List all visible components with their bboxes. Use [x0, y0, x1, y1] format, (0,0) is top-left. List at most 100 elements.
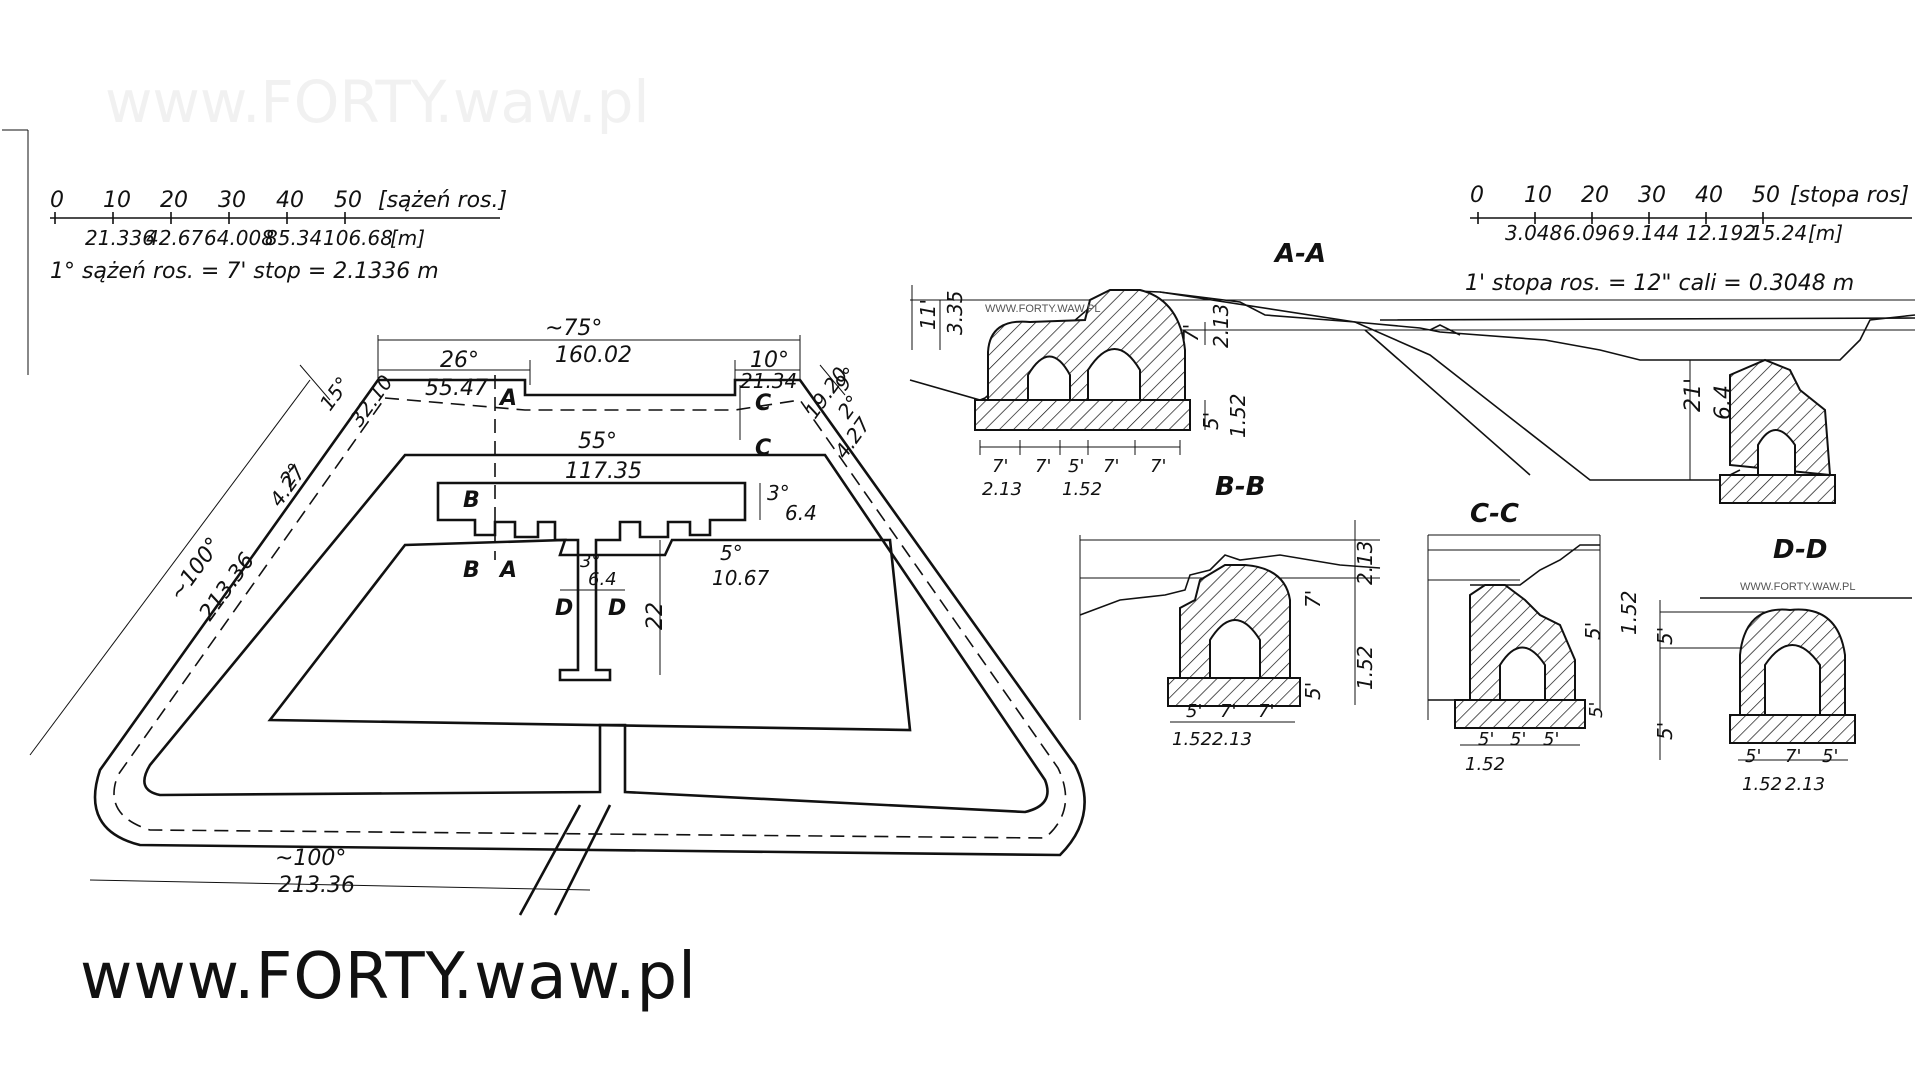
scale-meter: 6.096 [1563, 221, 1620, 245]
scale-tick: 30 [218, 188, 246, 213]
scale-unit: [stopa ros] [1790, 183, 1909, 208]
dim-stem-length: 22 [643, 602, 668, 630]
escarp-a-foundation [1719, 474, 1836, 504]
scale-left: 0 10 20 30 40 50 [sążeń ros.] 21.336 42.… [50, 188, 507, 284]
dim-label: 7' [1258, 701, 1274, 722]
dim-label: 5' [1822, 746, 1838, 767]
dim-barrack-width-m: 6.4 [785, 501, 817, 525]
casemate-c-foundation [1454, 699, 1586, 729]
scale-note: 1' stopa ros. = 12" cali = 0.3048 m [1465, 271, 1854, 296]
scale-tick: 10 [1524, 183, 1552, 208]
casemate-b-foundation [1167, 677, 1301, 707]
casemate-a-vault-2 [1087, 348, 1141, 401]
dim-label: 7' [1220, 701, 1236, 722]
section-letter: C [755, 436, 771, 461]
dim-top-right-m: 21.34 [740, 369, 797, 393]
section-letter: B [463, 558, 480, 583]
dim-label: 2.13 [1209, 303, 1233, 348]
dim-label: 7' [1103, 456, 1119, 477]
dim-top-right: 10° [750, 348, 789, 373]
casemate-a-vault-1 [1027, 355, 1071, 401]
dim-label: 5' [1478, 729, 1494, 750]
dim-label: 5' [1199, 412, 1223, 430]
dim-label: 11' [916, 299, 940, 330]
dim-barrack-length-m: 117.35 [565, 459, 642, 484]
dim-label: 5' [1186, 701, 1202, 722]
scale-tick: 40 [276, 188, 304, 213]
dim-label: 7' [1785, 746, 1801, 767]
casemate-d-vault [1764, 644, 1821, 716]
scale-tick: 30 [1638, 183, 1666, 208]
dim-label: 5' [1586, 702, 1607, 718]
scale-meter-unit: [m] [390, 226, 425, 250]
dim-label: 5' [1543, 729, 1559, 750]
dim-bottom-side-m: 213.36 [278, 873, 355, 898]
casemate-c-vault [1499, 646, 1546, 701]
dim-label: 5' [1068, 456, 1084, 477]
section-letter: A [498, 558, 517, 583]
scale-tick: 20 [1581, 183, 1609, 208]
section-c-c: C-C 5' 1.52 5' 5' 5' 5' 1.52 [1427, 499, 1641, 775]
casemate-b-vault [1209, 619, 1261, 679]
dim-top-left: 26° [440, 348, 479, 373]
dim-corner-left-1: 15° [315, 372, 355, 415]
scale-meter-unit: [m] [1808, 221, 1843, 245]
dim-label: 7' [992, 456, 1008, 477]
section-letter: D [608, 596, 626, 621]
dim-label: 7' [1150, 456, 1166, 477]
section-letter: A [498, 386, 517, 411]
dim-barrack-width: 3° [767, 481, 790, 505]
dim-barrack-step-m: 10.67 [712, 566, 770, 590]
plan-parapet [113, 397, 1067, 839]
dim-label: 3.35 [943, 290, 967, 335]
scale-meter: 3.048 [1505, 221, 1562, 245]
dim-stem-width: 3° [580, 551, 600, 572]
section-a-a: A-A 11' 3.35 7' 2.13 5' 1.52 7' [909, 239, 1916, 504]
dim-label: 2.13 [1785, 774, 1825, 795]
casemate-d-foundation [1729, 714, 1856, 744]
scale-meter: 12.192 [1686, 221, 1756, 245]
plan-passage [518, 804, 612, 916]
scale-meter: 21.336 [85, 226, 155, 250]
section-title: C-C [1470, 499, 1519, 529]
dim-label: 5' [1653, 627, 1677, 645]
dim-label: 5' [1745, 746, 1761, 767]
plan-outer-wall [93, 378, 1086, 857]
scale-note: 1° sążeń ros. = 7' stop = 2.1336 m [50, 259, 439, 284]
dim-label: 5' [1510, 729, 1526, 750]
small-watermark: WWW.FORTY.WAW.PL [985, 303, 1101, 315]
dim-top-total: ~75° [545, 316, 602, 341]
escarp-a-body [1729, 358, 1832, 477]
section-letter: C [755, 391, 771, 416]
section-title: D-D [1773, 535, 1827, 565]
scale-tick: 50 [1752, 183, 1780, 208]
scale-tick: 0 [1470, 183, 1484, 208]
dim-bottom-side: ~100° [275, 846, 346, 871]
section-letter: D [555, 596, 573, 621]
dim-label: 1.52 [1172, 729, 1212, 750]
dim-barrack-length: 55° [578, 429, 617, 454]
dim-label: 1.52 [1617, 590, 1641, 635]
section-title: A-A [1273, 239, 1326, 269]
scale-right: 0 10 20 30 40 50 [stopa ros] 3.048 6.096… [1465, 183, 1912, 296]
scale-meter: 85.34 [265, 226, 322, 250]
dim-label: 2.13 [1212, 729, 1252, 750]
dim-corner-left-1-m: 32.10 [345, 371, 398, 431]
dim-top-left-m: 55.47 [425, 376, 488, 401]
section-b-b: B-B 7' 2.13 5' 1.52 5' 7' 7' 1.52 2.13 [1079, 472, 1381, 750]
dim-label: 5' [1301, 682, 1325, 700]
dim-barrack-step: 5° [720, 541, 743, 565]
plan-barrack [436, 481, 747, 682]
dim-label: 1.52 [1062, 479, 1102, 500]
dim-corner-right-2-m: 4.27 [830, 413, 876, 463]
small-watermark: WWW.FORTY.WAW.PL [1740, 581, 1856, 593]
dim-label: 2.13 [982, 479, 1022, 500]
scale-tick: 0 [50, 188, 64, 213]
dim-top-total-m: 160.02 [555, 343, 632, 368]
scale-meter: 42.67 [146, 226, 204, 250]
scale-tick: 20 [160, 188, 188, 213]
scale-meter: 64.008 [204, 226, 274, 250]
scale-tick: 10 [103, 188, 131, 213]
dim-label: 7' [1035, 456, 1051, 477]
dim-label: 7' [1179, 324, 1203, 342]
